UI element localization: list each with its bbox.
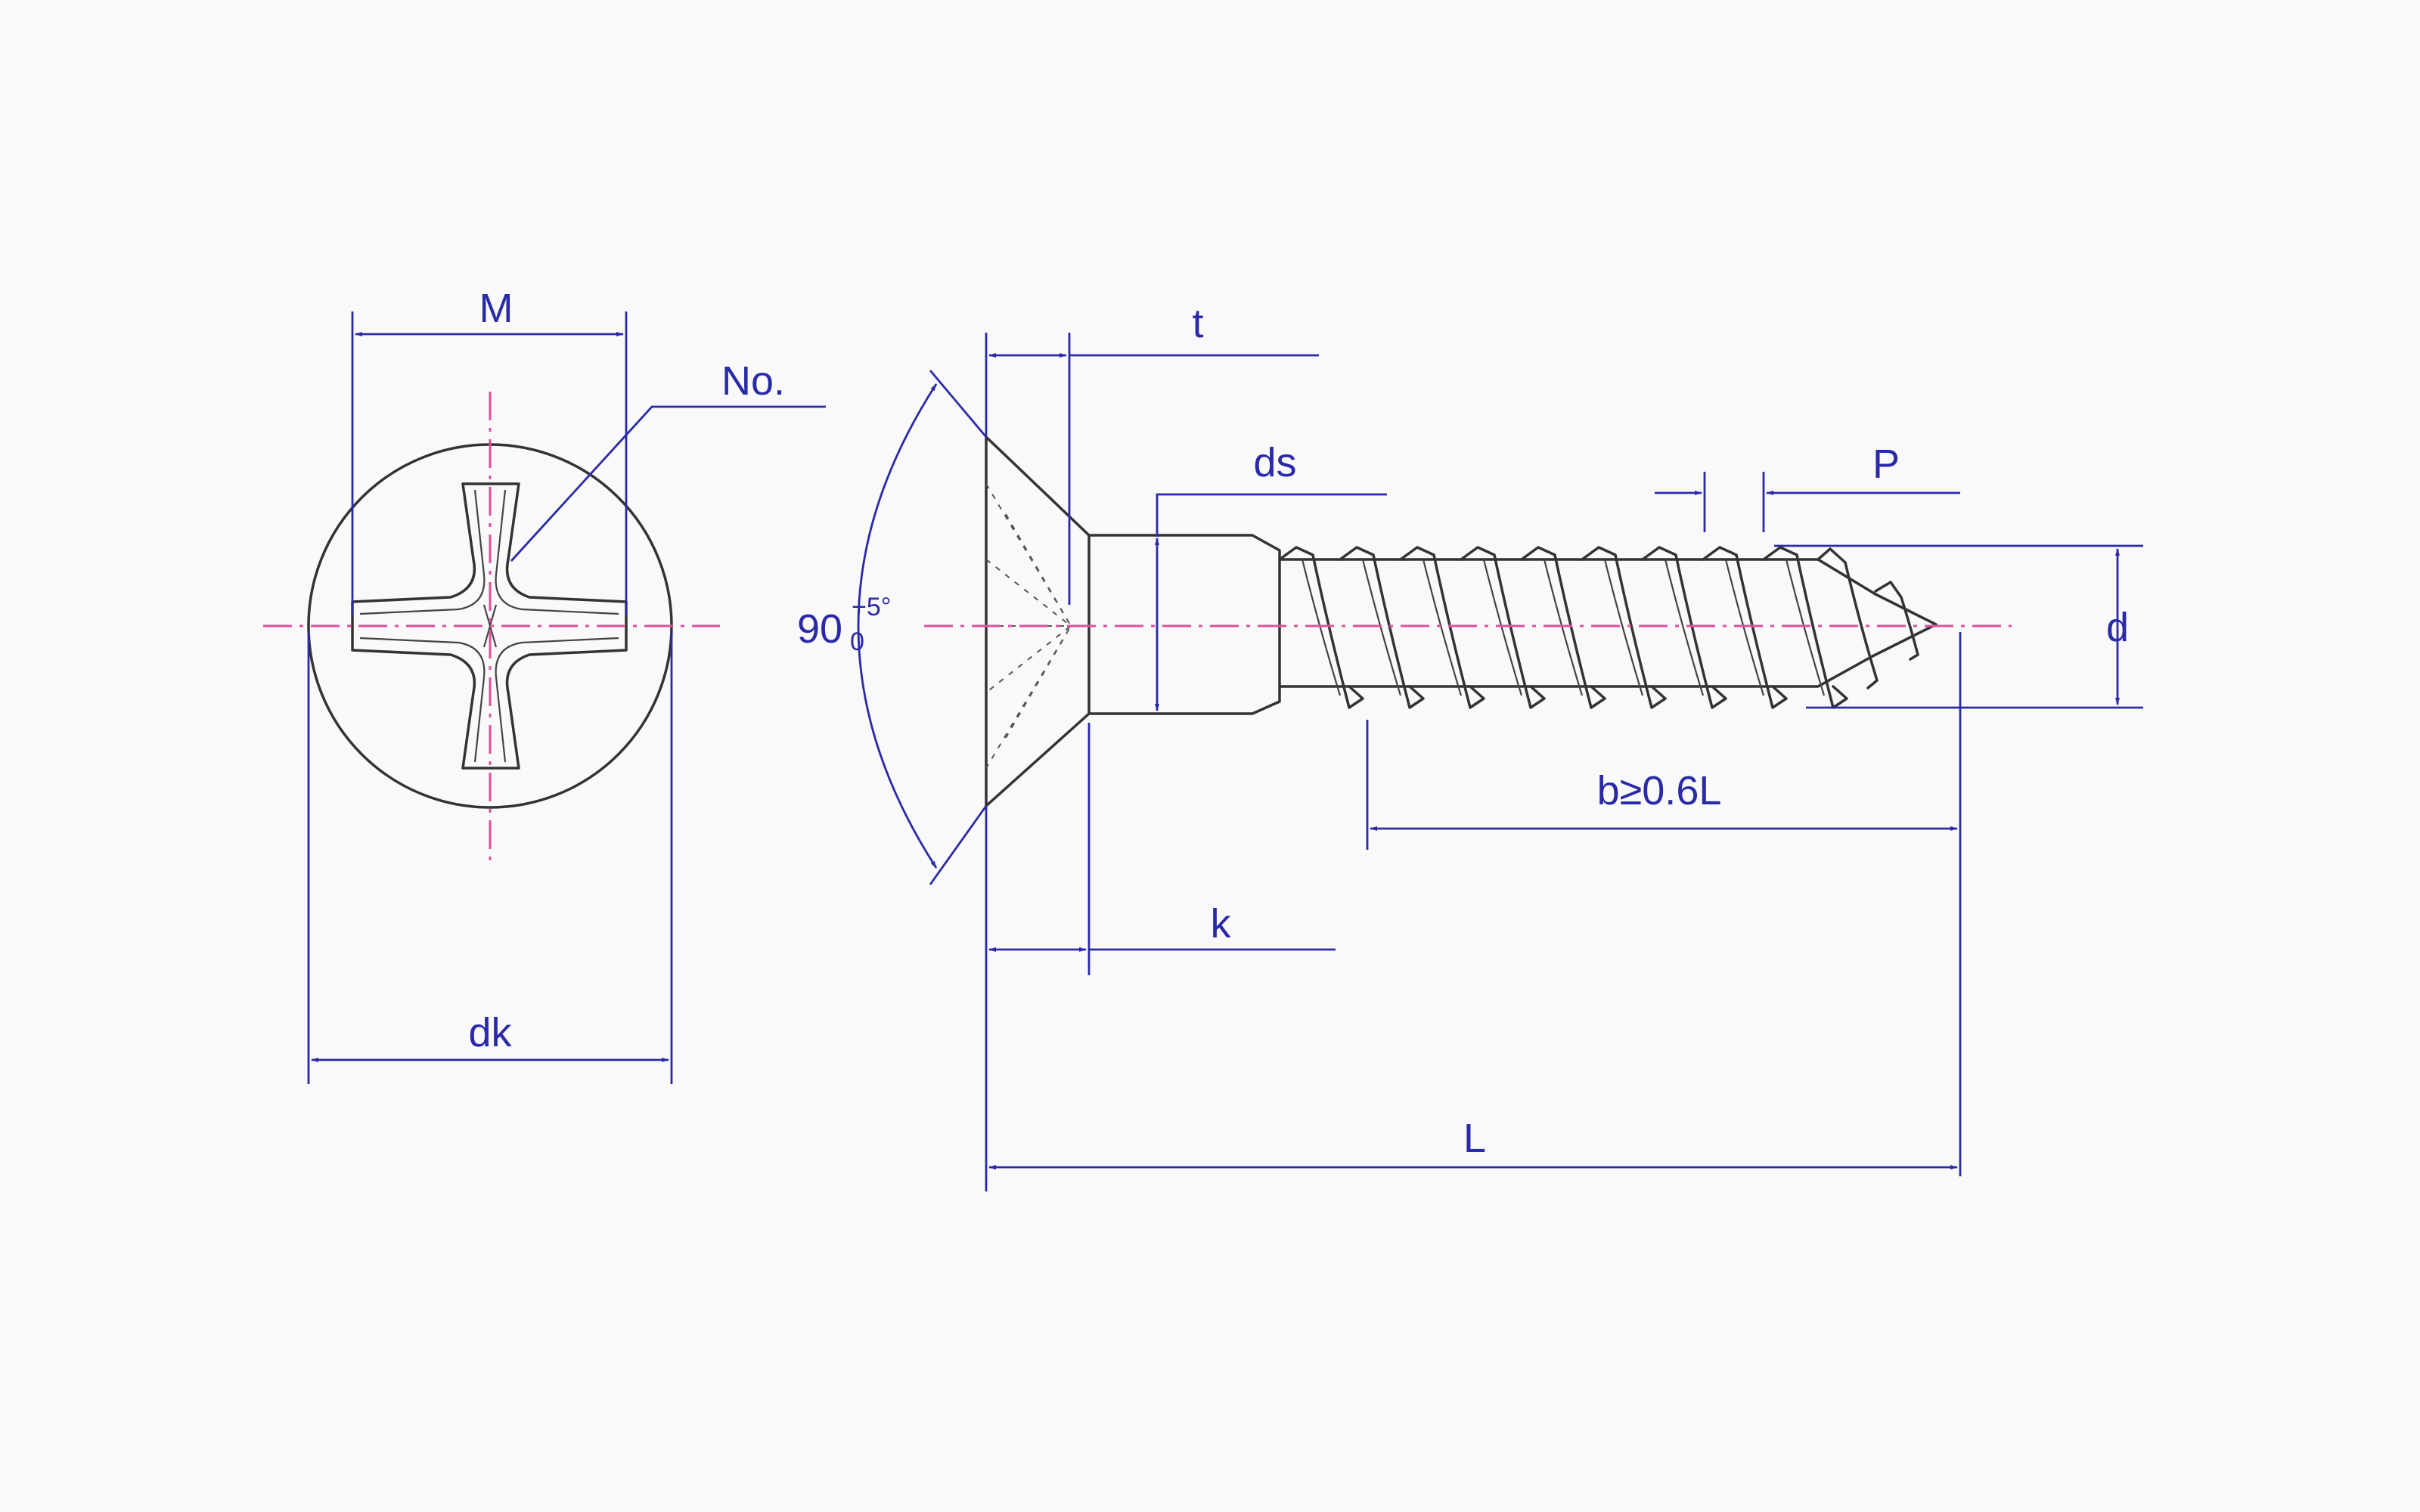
thread-crest: [1702, 546, 1788, 709]
thread-crest: [1278, 546, 1364, 709]
angle-lower-tolerance: 0: [850, 627, 864, 656]
thread-flank: [1301, 559, 1342, 696]
thread-flank: [1361, 559, 1402, 696]
thread-flank: [1422, 559, 1463, 696]
phillips-recess: [351, 482, 628, 770]
m-label: M: [479, 286, 513, 331]
thread-flank: [1724, 559, 1765, 696]
dk-label: dk: [468, 1010, 512, 1055]
no-leader-line: [510, 405, 826, 562]
thread-flank: [1664, 559, 1705, 696]
shank: [1087, 534, 1281, 715]
thread-crest: [1460, 546, 1546, 709]
screw-side-view: 90 +5° 0 t ds P d b≥0.6L k: [797, 301, 2143, 1191]
p-label: P: [1872, 442, 1900, 487]
l-label: L: [1463, 1116, 1486, 1161]
thread-crest: [1581, 546, 1667, 709]
recess-inner-shading: [359, 489, 619, 763]
angle-extension-top: [929, 370, 988, 438]
head-top-view: M No. dk: [263, 286, 826, 1084]
b-label: b≥0.6L: [1597, 768, 1722, 813]
no-label: No.: [721, 358, 785, 404]
thread-crest: [1762, 546, 1848, 709]
k-label: k: [1211, 901, 1232, 947]
angle-label: 90: [797, 606, 842, 652]
tip-thread: [1817, 547, 1919, 689]
thread-flank: [1785, 559, 1826, 696]
thread-crest: [1399, 546, 1485, 709]
thread-crest: [1339, 546, 1425, 709]
countersunk-head: [985, 435, 1091, 807]
angle-upper-tolerance: +5°: [852, 593, 891, 621]
angle-arc: [857, 383, 938, 869]
angle-extension-bottom: [929, 805, 988, 885]
d-label: d: [2106, 605, 2129, 650]
thread-flank: [1543, 559, 1584, 696]
thread-flank: [1482, 559, 1523, 696]
thread-crest: [1641, 546, 1727, 709]
ds-leader: [1156, 493, 1387, 537]
t-label: t: [1192, 301, 1203, 346]
ds-label: ds: [1253, 440, 1296, 485]
thread-flank: [1603, 559, 1644, 696]
thread-crest: [1520, 546, 1606, 709]
